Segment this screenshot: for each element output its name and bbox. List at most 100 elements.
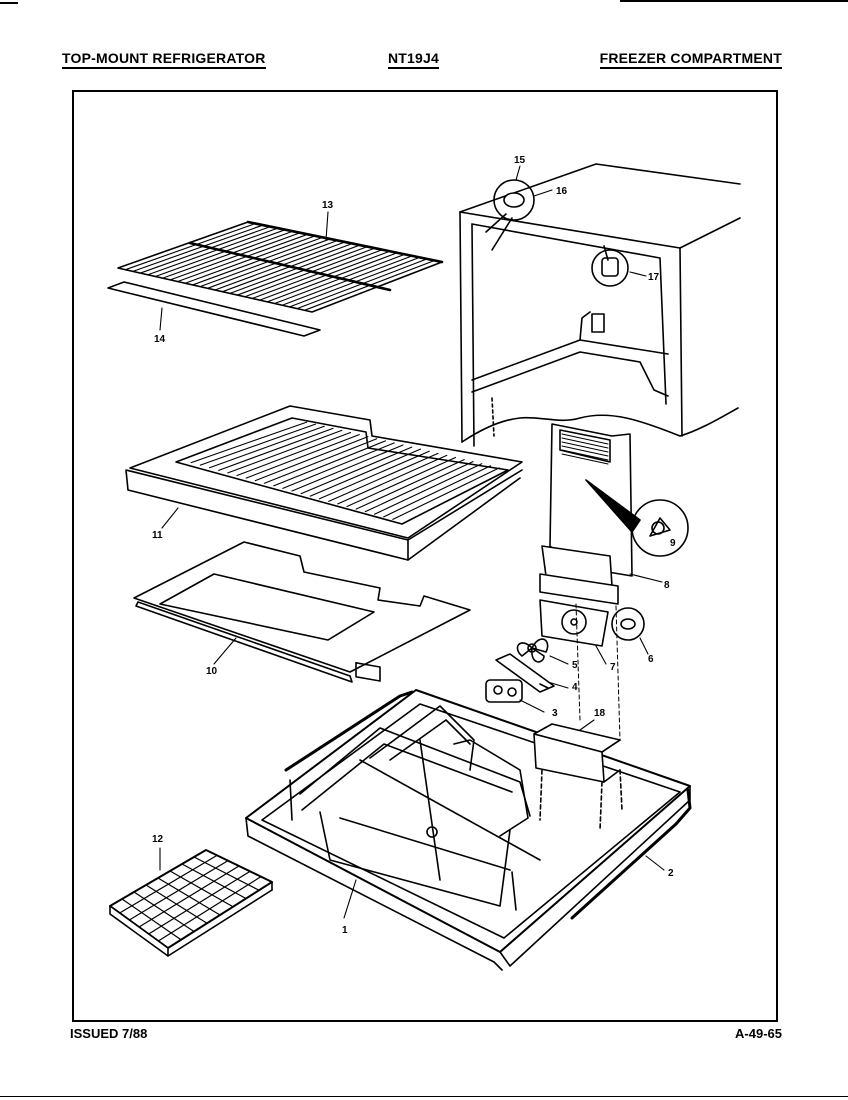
shelf-slot	[199, 423, 317, 466]
vent-slot	[561, 433, 609, 445]
header-model-number: NT19J4	[388, 50, 440, 69]
ice-cell-divider	[138, 865, 240, 928]
shelf-slot	[236, 431, 352, 477]
shelf-wire	[229, 244, 361, 294]
shelf-wire	[192, 236, 324, 286]
issue-date: ISSUED 7/88	[70, 1026, 148, 1041]
vent-slot	[561, 453, 609, 465]
diagram-frame	[72, 90, 778, 1022]
shelf-slot	[373, 463, 483, 515]
vent-slot	[561, 449, 609, 461]
fan-blade	[516, 638, 549, 663]
vent-slot	[561, 445, 609, 457]
callout-13: 13	[322, 200, 334, 211]
shelf-wire	[184, 235, 316, 284]
thermostat-knob	[591, 245, 629, 287]
shelf-slot	[364, 461, 474, 513]
grommet-detail	[611, 607, 645, 641]
shelf-wire	[147, 227, 279, 276]
shelf-wire	[214, 241, 346, 291]
freezer-shelf	[125, 405, 523, 561]
shelf-wire	[236, 246, 368, 296]
diagram-code: A-49-65	[735, 1026, 782, 1041]
ice-cube-tray	[109, 849, 273, 957]
vent-slot	[561, 441, 609, 453]
callout-17: 17	[648, 272, 660, 283]
cover-vent-slots	[561, 433, 609, 465]
ice-tray-cells	[119, 854, 262, 942]
shelf-slot	[263, 438, 378, 484]
shelf-slot	[300, 446, 413, 495]
shelf-slot	[254, 436, 369, 482]
shelf-wire	[206, 239, 339, 289]
freezer-floor-liner	[245, 689, 691, 971]
callout-4: 4	[572, 682, 578, 693]
light-socket	[485, 179, 535, 251]
shelf-slot	[245, 434, 360, 479]
shelf-slot	[337, 454, 448, 505]
shelf-wire	[132, 224, 264, 272]
top-rule	[620, 0, 848, 2]
screw-detail	[585, 479, 689, 557]
shelf-slot	[309, 448, 422, 497]
shelf-slot	[218, 427, 334, 471]
shelf-wire	[169, 232, 301, 281]
shelf-wire	[221, 242, 354, 293]
header-section-title: FREEZER COMPARTMENT	[599, 50, 782, 69]
callout-3: 3	[552, 708, 558, 719]
callout-10: 10	[206, 666, 218, 677]
bottom-rule	[0, 1096, 848, 1097]
shelf-slot	[392, 467, 500, 520]
alignment-guides	[575, 603, 621, 741]
ice-cell-divider	[157, 876, 262, 942]
callout-9: 9	[670, 538, 676, 549]
shelf-slot	[383, 465, 492, 518]
callout-2: 2	[668, 868, 674, 879]
shelf-wire	[154, 229, 286, 278]
shelf-wire	[199, 238, 331, 288]
shelf-wire	[139, 226, 271, 274]
shelf-slot	[346, 456, 457, 508]
motor-mount	[485, 679, 523, 703]
shelf-slot	[227, 429, 343, 474]
trim-strip	[284, 690, 692, 920]
corner-mark	[0, 2, 18, 4]
callout-15: 15	[514, 155, 526, 166]
callout-5: 5	[572, 660, 578, 671]
callout-11: 11	[152, 530, 163, 541]
shelf-slot	[328, 452, 439, 502]
header-product-type: TOP-MOUNT REFRIGERATOR	[62, 50, 266, 69]
air-duct	[533, 723, 623, 831]
shelf-slot	[273, 440, 387, 487]
ice-cell-divider	[148, 870, 251, 935]
shelf-wire	[162, 230, 294, 279]
callout-12: 12	[152, 834, 164, 845]
callout-14: 14	[154, 334, 166, 345]
shelf-wire	[177, 233, 309, 283]
callout-1: 1	[342, 925, 348, 936]
insulation-panel	[133, 541, 471, 683]
callout-7: 7	[610, 662, 616, 673]
callout-labels: 1 2 3 4 5 6 7 8 9 10 11 12 13 14 15 16 1…	[152, 155, 676, 936]
shelf-slot	[291, 444, 404, 492]
leader-lines	[159, 165, 665, 919]
shelf-slot	[355, 459, 465, 510]
shelf-slot	[318, 450, 430, 500]
evaporator-cover	[539, 423, 633, 605]
shelf-grid-slots	[190, 421, 500, 520]
shelf-slot	[208, 425, 325, 469]
callout-6: 6	[648, 654, 654, 665]
callout-18: 18	[594, 708, 606, 719]
wire-shelf	[107, 220, 444, 337]
fan-motor	[495, 653, 555, 693]
shelf-slot	[282, 442, 395, 489]
vent-slot	[561, 437, 609, 449]
callout-16: 16	[556, 186, 568, 197]
shelf-wire	[124, 222, 257, 271]
ice-cell-divider	[119, 854, 218, 914]
shelf-slot	[190, 421, 308, 464]
callout-8: 8	[664, 580, 670, 591]
cabinet-corner	[459, 163, 741, 447]
motor-bracket	[539, 599, 609, 647]
